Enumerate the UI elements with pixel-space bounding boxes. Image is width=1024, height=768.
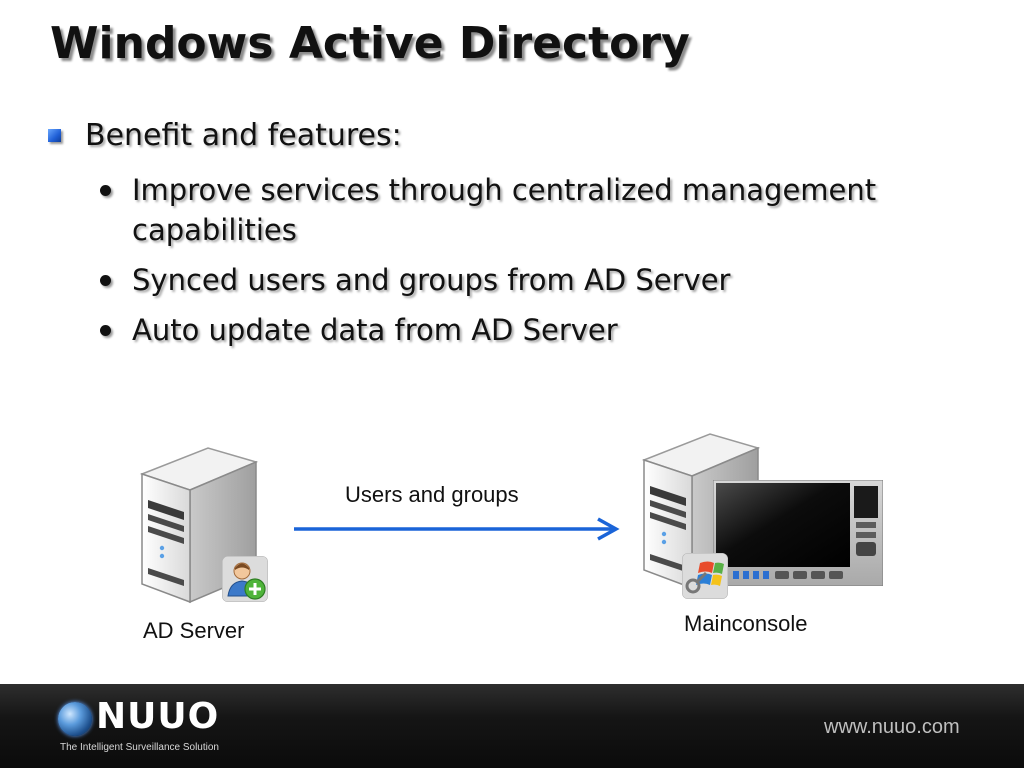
ad-server-icon: [139, 447, 259, 604]
dot-bullet-icon: [100, 325, 111, 336]
bullet-text: Benefit and features:: [85, 118, 402, 153]
sub-bullet-3: Auto update data from AD Server: [100, 310, 1000, 350]
arrow-label: Users and groups: [345, 482, 519, 507]
company-tagline: The Intelligent Surveillance Solution: [60, 742, 219, 753]
bullet-level1: Benefit and features:: [48, 118, 402, 153]
sub-bullet-text: Auto update data from AD Server: [132, 313, 618, 347]
sub-bullet-text: Improve services through centralized man…: [132, 173, 877, 247]
mainconsole-screen-icon: [713, 480, 883, 586]
dot-bullet-icon: [100, 275, 111, 286]
company-logo: NUUO: [96, 696, 220, 737]
sync-arrow: [294, 517, 620, 541]
footer-bar: NUUO The Intelligent Surveillance Soluti…: [0, 684, 1024, 768]
company-url: www.nuuo.com: [824, 716, 960, 738]
globe-logo-icon: [58, 702, 92, 736]
mainconsole-label: Mainconsole: [684, 611, 808, 636]
sub-bullet-2: Synced users and groups from AD Server: [100, 260, 1000, 300]
dot-bullet-icon: [100, 185, 111, 196]
windows-key-icon: [682, 553, 728, 599]
ad-server-label: AD Server: [143, 618, 245, 643]
sub-bullet-1: Improve services through centralized man…: [100, 170, 1000, 250]
sub-bullet-text: Synced users and groups from AD Server: [132, 263, 731, 297]
square-bullet-icon: [48, 129, 61, 142]
add-user-icon: [222, 556, 268, 602]
slide-title: Windows Active Directory: [50, 18, 690, 69]
